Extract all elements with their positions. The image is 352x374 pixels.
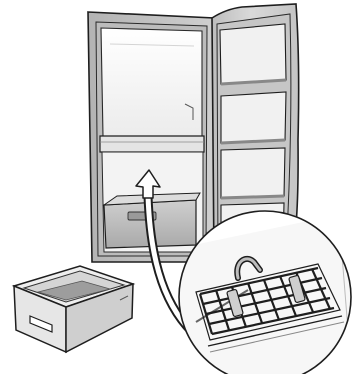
glass-shelf (100, 136, 204, 152)
door-shelf (221, 148, 285, 198)
removed-drawer (14, 266, 133, 352)
door-shelf (220, 24, 286, 84)
door-shelf (221, 92, 286, 143)
